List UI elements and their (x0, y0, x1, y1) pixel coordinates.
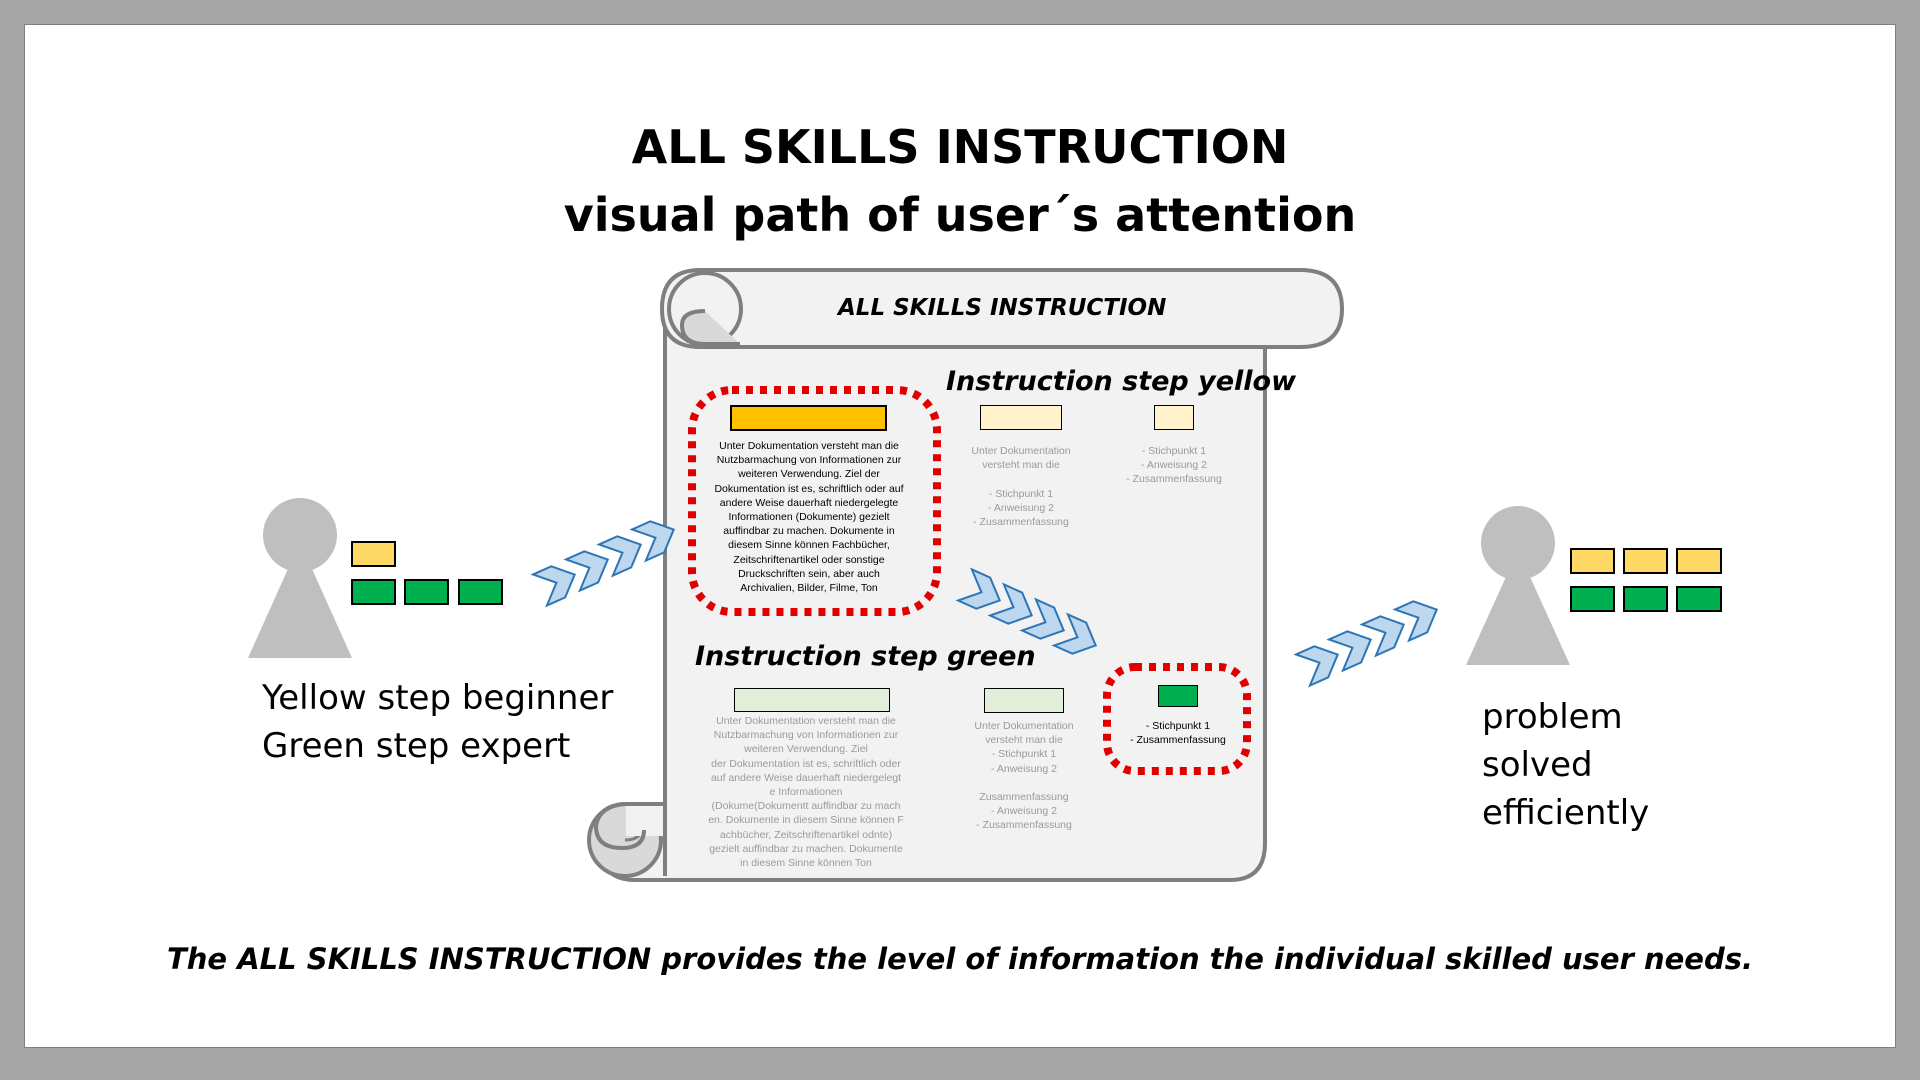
green-full-text: Unter Dokumentation versteht man die Nut… (708, 715, 904, 870)
green-short-text: - Stichpunkt 1 - Zusammenfassung (1130, 720, 1226, 747)
right-user-yellow-bar-2 (1623, 548, 1668, 574)
yellow-full-bar (730, 405, 887, 431)
left-person-icon (248, 498, 352, 658)
right-user-green-bar-3 (1676, 586, 1722, 612)
green-short-bar (1158, 685, 1198, 707)
right-user-yellow-bar-1 (1570, 548, 1615, 574)
scroll-title: ALL SKILLS INSTRUCTION (838, 295, 1167, 321)
yellow-step-heading: Instruction step yellow (946, 366, 1297, 397)
green-highlight-frame (1103, 663, 1251, 775)
left-user-green-bar-1 (351, 579, 396, 605)
left-user-label-line2: Green step expert (262, 726, 571, 766)
yellow-short-bar (1154, 405, 1194, 430)
main-title-line1: ALL SKILLS INSTRUCTION (631, 120, 1289, 174)
left-user-label-line1: Yellow step beginner (262, 678, 614, 718)
right-user-label-line2: solved (1482, 745, 1593, 785)
yellow-full-text: Unter Dokumentation versteht man die Nut… (714, 440, 904, 595)
left-user-yellow-bar (351, 541, 396, 567)
main-title-line2: visual path of user´s attention (563, 188, 1357, 242)
right-person-icon (1466, 506, 1570, 665)
right-user-yellow-bar-3 (1676, 548, 1722, 574)
yellow-medium-text: Unter Dokumentation versteht man die - S… (971, 445, 1071, 529)
right-user-green-bar-1 (1570, 586, 1615, 612)
yellow-medium-bar (980, 405, 1062, 430)
green-step-heading: Instruction step green (695, 641, 1036, 672)
right-user-label-line3: efficiently (1482, 793, 1650, 833)
green-medium-text: Unter Dokumentation versteht man die - S… (974, 720, 1074, 832)
green-full-bar (734, 688, 890, 712)
footer-statement: The ALL SKILLS INSTRUCTION provides the … (167, 942, 1753, 976)
yellow-short-text: - Stichpunkt 1 - Anweisung 2 - Zusammenf… (1126, 445, 1222, 486)
scroll-top-roll (698, 268, 1345, 349)
left-user-green-bar-2 (404, 579, 449, 605)
left-user-green-bar-3 (458, 579, 503, 605)
right-user-label-line1: problem (1482, 697, 1623, 737)
green-medium-bar (984, 688, 1064, 713)
right-user-green-bar-2 (1623, 586, 1668, 612)
yellow-highlight-frame (688, 386, 941, 616)
